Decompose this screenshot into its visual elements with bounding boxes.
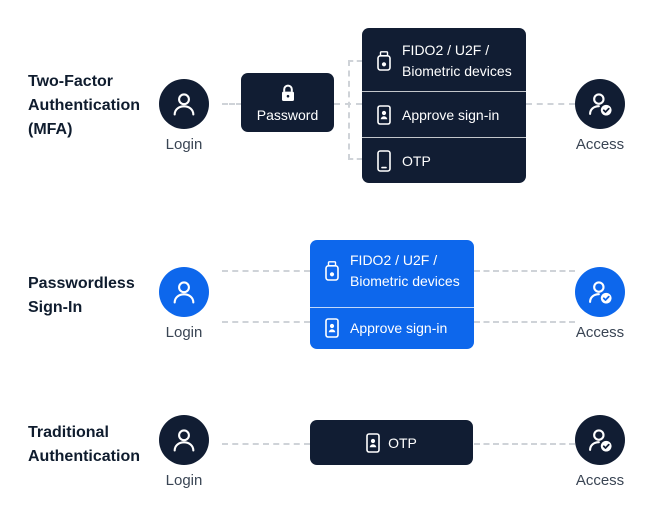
security-key-icon (325, 261, 339, 281)
option-approve-label: Approve sign-in (350, 319, 448, 336)
option-fido-line2: Biometric devices (402, 63, 512, 79)
connector-line (222, 321, 310, 323)
row-title-line: Two-Factor (28, 73, 114, 90)
user-icon (170, 426, 198, 454)
user-icon (170, 90, 198, 118)
phone-user-icon (377, 105, 391, 125)
connector-line (348, 158, 362, 160)
row-title-line: Traditional (28, 424, 109, 441)
security-key-icon (377, 51, 391, 71)
connector-line (222, 443, 310, 445)
user-check-icon (586, 90, 614, 118)
login-node (159, 79, 209, 129)
connector-line (348, 60, 362, 62)
password-step: Password (241, 73, 334, 132)
row-title-traditional: Traditional Authentication (28, 421, 140, 469)
divider (362, 137, 526, 138)
login-label: Login (165, 324, 203, 341)
connector-line (474, 321, 575, 323)
option-fido: FIDO2 / U2F / Biometric devices (310, 252, 474, 289)
divider (310, 307, 474, 308)
option-approve-label: Approve sign-in (402, 106, 500, 123)
phone-user-icon (325, 318, 339, 338)
option-fido-line1: FIDO2 / U2F / (402, 42, 490, 58)
option-otp-label: OTP (402, 152, 431, 169)
option-approve: Approve sign-in (362, 100, 526, 130)
option-fido: FIDO2 / U2F / Biometric devices (362, 42, 526, 79)
user-check-icon (586, 278, 614, 306)
connector-line (474, 270, 575, 272)
otp-label: OTP (388, 434, 417, 451)
user-check-icon (586, 426, 614, 454)
access-label: Access (575, 136, 625, 153)
option-otp: OTP (362, 146, 526, 176)
access-label: Access (575, 472, 625, 489)
access-node (575, 79, 625, 129)
login-label: Login (165, 472, 203, 489)
row-title-line: Sign-In (28, 299, 83, 316)
option-fido-line1: FIDO2 / U2F / (350, 252, 438, 268)
divider (362, 91, 526, 92)
phone-icon (377, 150, 391, 172)
login-node (159, 415, 209, 465)
row-title-line: Authentication (28, 97, 140, 114)
access-node (575, 267, 625, 317)
row-title-mfa: Two-Factor Authentication (MFA) (28, 70, 140, 142)
passwordless-options-panel: FIDO2 / U2F / Biometric devices Approve s… (310, 240, 474, 349)
otp-step: OTP (310, 420, 473, 465)
login-node (159, 267, 209, 317)
row-title-line: (MFA) (28, 121, 73, 138)
user-icon (170, 278, 198, 306)
access-label: Access (575, 324, 625, 341)
option-approve: Approve sign-in (310, 313, 474, 343)
access-node (575, 415, 625, 465)
password-label: Password (256, 107, 319, 123)
connector-line (474, 443, 575, 445)
row-title-line: Authentication (28, 448, 140, 465)
login-label: Login (165, 136, 203, 153)
row-title-line: Passwordless (28, 275, 135, 292)
connector-branch (348, 60, 350, 160)
row-title-passwordless: Passwordless Sign-In (28, 272, 135, 320)
connector-line (222, 270, 310, 272)
connector-line (222, 103, 242, 105)
phone-user-icon (366, 433, 380, 453)
connector-line (526, 103, 575, 105)
lock-icon (280, 84, 296, 102)
option-fido-line2: Biometric devices (350, 273, 460, 289)
mfa-options-panel: FIDO2 / U2F / Biometric devices Approve s… (362, 28, 526, 183)
